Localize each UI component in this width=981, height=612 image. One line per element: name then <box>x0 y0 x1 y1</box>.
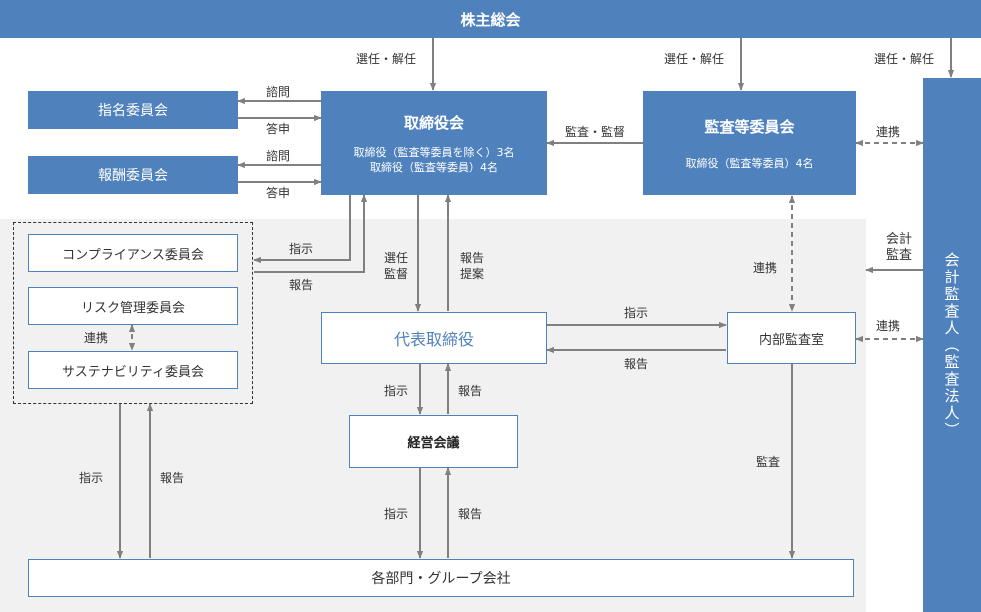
ceo-label: 代表取締役 <box>393 330 474 349</box>
board-member-line-2: 取締役（監査等委員）4名 <box>370 160 498 174</box>
departments-box: 各部門・グループ会社 <box>28 559 854 597</box>
label-answer-1: 答申 <box>266 122 291 136</box>
departments-label: 各部門・グループ会社 <box>371 571 511 587</box>
label-audit-dept: 監査 <box>756 455 781 469</box>
shareholders-meeting-box: 株主総会 <box>0 0 981 38</box>
accounting-auditor-label: 会計監査人（監査法人） <box>942 251 961 439</box>
label-elect-dismiss-1: 選任・解任 <box>356 52 417 66</box>
label-report-propose: 報告 提案 <box>454 250 490 282</box>
audit-committee-box: 監査等委員会 取締役（監査等委員）4名 <box>643 91 856 195</box>
label-accounting-audit: 会計 監査 <box>879 232 919 264</box>
label-instruct-internal: 指示 <box>624 306 649 320</box>
label-instruct-committees-dept: 指示 <box>79 471 104 485</box>
sustainability-committee-label: サステナビリティ委員会 <box>62 364 204 380</box>
label-report-committees: 報告 <box>289 278 314 292</box>
label-cooperation-audit-internal: 連携 <box>753 261 778 275</box>
label-cooperation-auditor-internal: 連携 <box>876 319 901 333</box>
label-consult-1: 諮問 <box>266 85 291 99</box>
ceo-box: 代表取締役 <box>321 312 547 364</box>
label-report-internal: 報告 <box>624 357 649 371</box>
label-answer-2: 答申 <box>266 186 291 200</box>
compliance-committee-label: コンプライアンス委員会 <box>62 247 204 263</box>
internal-audit-label: 内部監査室 <box>758 332 824 348</box>
label-instruct-mgmt-dept: 指示 <box>384 507 409 521</box>
nomination-committee-box: 指名委員会 <box>28 91 238 129</box>
label-audit: 監査 <box>885 248 912 263</box>
audit-committee-member-line: 取締役（監査等委員）4名 <box>685 156 814 170</box>
label-accounting: 会計 <box>885 232 912 247</box>
risk-committee-box: リスク管理委員会 <box>28 287 238 325</box>
label-cooperation-risk-sustain: 連携 <box>84 331 109 345</box>
label-instruct-ceo-mgmt: 指示 <box>384 384 409 398</box>
arrow-report-committees <box>254 194 368 273</box>
board-member-line-1: 取締役（監査等委員を除く）3名 <box>353 145 515 159</box>
internal-audit-box: 内部監査室 <box>727 312 856 364</box>
arrow-instruct-committees <box>253 195 351 264</box>
label-elect-dismiss-2: 選任・解任 <box>664 52 725 66</box>
label-report: 報告 <box>459 251 484 265</box>
committees-group-border <box>13 222 253 404</box>
label-report-mgmt-dept: 報告 <box>458 507 483 521</box>
label-propose: 提案 <box>459 267 484 281</box>
label-elect-dismiss-3: 選任・解任 <box>874 52 935 66</box>
board-of-directors-box: 取締役会 取締役（監査等委員を除く）3名 取締役（監査等委員）4名 <box>321 91 547 195</box>
accounting-auditor-box: 会計監査人（監査法人） <box>923 78 981 612</box>
compensation-committee-label: 報酬委員会 <box>98 168 168 184</box>
label-elect-supervise: 選任 監督 <box>378 250 414 282</box>
nomination-committee-label: 指名委員会 <box>98 103 168 119</box>
compliance-committee-box: コンプライアンス委員会 <box>28 234 238 272</box>
management-meeting-label: 経営会議 <box>407 436 460 451</box>
label-instruct-committees: 指示 <box>289 242 314 256</box>
shareholders-meeting-label: 株主総会 <box>460 10 521 29</box>
compensation-committee-box: 報酬委員会 <box>28 156 238 194</box>
label-report-committees-dept: 報告 <box>160 471 185 485</box>
label-audit-supervise: 監査・監督 <box>565 125 626 139</box>
label-cooperation-auditor-top: 連携 <box>876 125 901 139</box>
label-consult-2: 諮問 <box>266 149 291 163</box>
management-meeting-box: 経営会議 <box>349 415 518 468</box>
risk-committee-label: リスク管理委員会 <box>80 300 185 316</box>
label-elect: 選任 <box>383 251 408 265</box>
label-report-ceo-mgmt: 報告 <box>458 384 483 398</box>
sustainability-committee-box: サステナビリティ委員会 <box>28 351 238 389</box>
board-title: 取締役会 <box>403 113 464 132</box>
audit-committee-title: 監査等委員会 <box>704 117 795 136</box>
label-supervise: 監督 <box>383 267 408 281</box>
